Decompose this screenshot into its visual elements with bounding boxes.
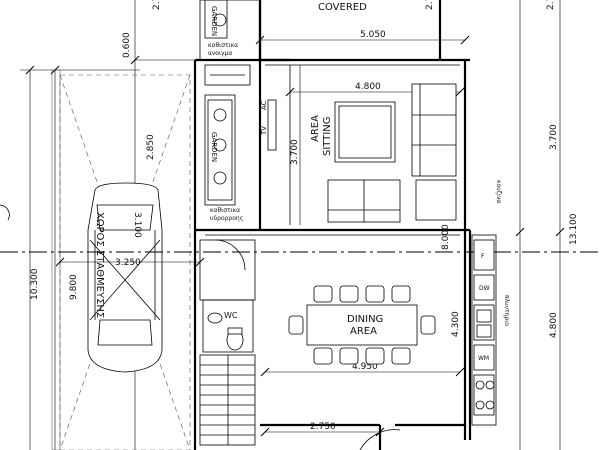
greek-note-mid-2: υδρορροης	[210, 215, 243, 222]
sofa-bottom	[327, 179, 401, 223]
bottom-arc	[359, 429, 401, 450]
car-icon	[87, 182, 163, 373]
dim-0600: 0.600	[122, 32, 132, 58]
armchair	[415, 179, 457, 221]
kitchen-label-3: WM	[478, 355, 489, 362]
dim-10300: 10.300	[30, 268, 40, 300]
dim-5050: 5.050	[360, 30, 386, 40]
garden-label-mid: GARDEN	[210, 132, 218, 162]
tv-label: TV	[260, 126, 268, 136]
dim-4800-right: 4.800	[549, 312, 559, 338]
dim-3700-left: 3.700	[290, 139, 300, 165]
sitting-area-label-2: SITTING	[322, 116, 333, 156]
axis-marker	[0, 204, 10, 221]
ac-label: AC	[260, 100, 268, 110]
dim-3700-right: 3.700	[549, 124, 559, 150]
greek-note-top: καθιστικα	[208, 42, 238, 49]
sitting-area-label-1: AREA	[310, 115, 321, 142]
dining-chairs	[288, 285, 436, 365]
sofa-right	[411, 83, 457, 177]
dim-top-2-7-b: 2.7	[425, 0, 435, 10]
garden-label-top: GARDEN	[210, 6, 218, 36]
kitchen-label-1: F	[481, 253, 485, 260]
greek-note-mid: καθιστικα	[210, 207, 240, 214]
dim-2850: 2.850	[146, 134, 156, 160]
dim-9800: 9.800	[69, 274, 79, 300]
dim-2750: 2.750	[310, 422, 336, 432]
dining-table	[306, 304, 418, 346]
dim-3250: 3.250	[115, 258, 141, 268]
dim-4800: 4.800	[355, 82, 381, 92]
dim-top-2-7-a: 2.7	[152, 0, 162, 10]
dim-4300: 4.300	[451, 311, 461, 337]
covered-label: COVERED	[318, 2, 367, 13]
dim-top-2-7-c: 2.7	[546, 0, 556, 10]
house-walls	[193, 0, 472, 450]
greek-note-right-2: πλυντηριο	[503, 295, 510, 326]
dim-3100: 3.100	[132, 212, 142, 238]
car-label: ΧΩΡΟΣ ΣΤΑΘΜΕΥΣΗΣ	[94, 212, 105, 318]
kitchen-label-2: DW	[479, 285, 490, 292]
dim-8000: 8.000	[441, 224, 451, 250]
dining-area-label-1: DINING	[347, 314, 383, 325]
stairs	[199, 239, 256, 446]
wc-room	[202, 299, 254, 353]
greek-note-right-1: κουζινα	[495, 180, 502, 203]
dining-area-label-2: AREA	[350, 326, 377, 337]
wc-label: WC	[224, 311, 238, 320]
coffee-table	[334, 101, 396, 163]
dim-4950: 4.950	[352, 362, 378, 372]
dim-13100: 13.100	[569, 213, 579, 245]
ac-closet	[204, 64, 251, 86]
tv-unit	[267, 99, 277, 151]
kitchen-strip	[471, 234, 497, 426]
greek-note-top-2: ανοιγμα	[208, 50, 232, 57]
garden-strip	[199, 0, 261, 206]
